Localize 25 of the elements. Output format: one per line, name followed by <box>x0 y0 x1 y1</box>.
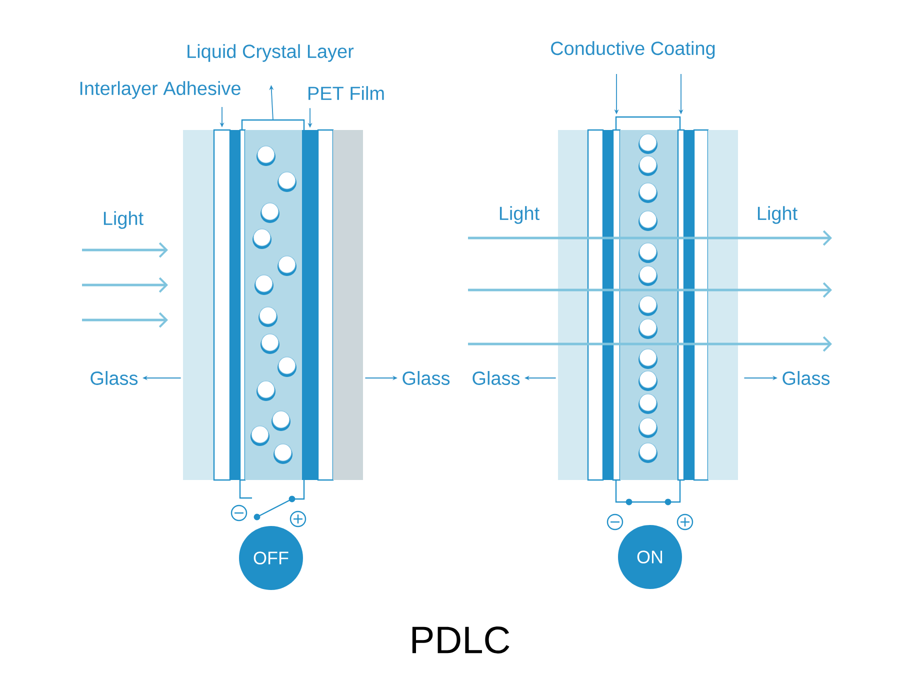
light-label: Light <box>104 211 144 229</box>
film-layer <box>317 129 334 481</box>
off-button: OFF <box>239 526 303 590</box>
label-text: PET Film <box>308 86 384 100</box>
glass-pane <box>708 130 738 480</box>
label-text: Glass <box>782 371 830 385</box>
pet-film <box>302 130 318 480</box>
light-label: Light <box>758 206 798 224</box>
label-text: Glass <box>472 371 520 385</box>
label-text: Interlayer Adhesive <box>80 81 240 99</box>
caption: PDLC <box>412 626 510 654</box>
light-label: Light <box>500 206 540 224</box>
glass-pane <box>333 130 363 480</box>
film-layer <box>693 129 709 481</box>
label-text: Conductive Coating <box>551 41 715 59</box>
label-text: Glass <box>402 371 450 385</box>
glass-pane <box>183 130 214 480</box>
glass-pane <box>558 130 588 480</box>
adhesive-layer <box>213 129 231 481</box>
on-button: ON <box>618 525 682 589</box>
conductive-coating <box>612 129 621 481</box>
label-text: Glass <box>90 371 138 385</box>
film-layer <box>587 129 604 481</box>
label-text: Liquid Crystal Layer <box>188 44 354 62</box>
conductive-coating <box>677 129 685 481</box>
